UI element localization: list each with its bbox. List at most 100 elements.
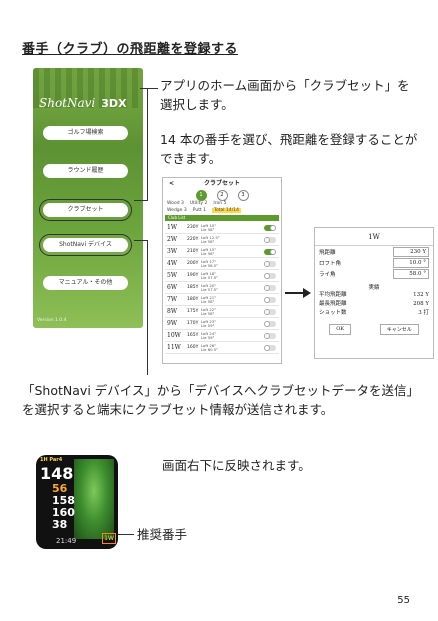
club-distance: 180Y: [187, 297, 199, 302]
club-toggle[interactable]: [264, 260, 276, 267]
club-toggle[interactable]: [264, 344, 276, 351]
loft-field[interactable]: 10.0 °: [393, 257, 429, 268]
club-name: 3W: [167, 248, 177, 255]
recommended-club-label: 推奨番手: [137, 527, 188, 542]
club-name: 9W: [167, 320, 177, 327]
connector-line: [147, 240, 148, 375]
iron-count: Iron 5: [213, 201, 227, 206]
club-toggle[interactable]: [264, 284, 276, 291]
manual-other-button[interactable]: マニュアル・その他: [43, 276, 128, 290]
shotnavi-device-button[interactable]: ShotNavi デバイス: [39, 234, 132, 256]
club-distance: 185Y: [187, 285, 199, 290]
section-title: 番手（クラブ）の飛距離を登録する: [22, 42, 239, 57]
club-angles: Loft 22°Lie 58°: [201, 306, 217, 316]
club-toggle[interactable]: [264, 236, 276, 243]
club-name: 2W: [167, 236, 177, 243]
ok-button[interactable]: OK: [329, 324, 352, 335]
club-toggle[interactable]: [264, 272, 276, 279]
app-version: Version 1.0.4: [37, 318, 67, 323]
club-set-screenshot: < クラブセット 1 2 3 Wood 3 Utility 2 Iron 5 W…: [162, 177, 282, 364]
distance-main: 148: [40, 464, 74, 483]
club-toggle[interactable]: [264, 224, 276, 231]
connector-line: [140, 88, 158, 89]
round-history-button[interactable]: ラウンド履歴: [43, 164, 128, 178]
club-angles: Loft 15°Lie 56°: [201, 246, 217, 256]
club-name: 10W: [167, 332, 181, 339]
course-map: [74, 459, 114, 539]
device-note: 「ShotNavi デバイス」から「デバイスへクラブセットデータを送信」を選択す…: [22, 383, 420, 417]
club-set-button[interactable]: クラブセット: [39, 199, 132, 221]
reflect-note: 画面右下に反映されます。: [162, 458, 311, 473]
club-distance: 210Y: [187, 249, 199, 254]
device-screen-photo: 1H Par4 148 56 158 160 38 1W 21:49: [36, 455, 118, 549]
wood-count: Wood 3: [167, 201, 184, 206]
tree-background: [33, 68, 143, 108]
connector-line: [134, 240, 148, 241]
back-icon[interactable]: <: [169, 180, 175, 187]
connector-line: [134, 200, 148, 201]
lie-field[interactable]: 58.0 °: [393, 268, 429, 279]
club-distance: 200Y: [187, 261, 199, 266]
club-distance: 170Y: [187, 321, 199, 326]
club-name: 5W: [167, 272, 177, 279]
club-angles: Loft 17°Lie 56.5°: [201, 258, 219, 268]
label-pointer-line: [118, 534, 134, 535]
club-angles: Loft 23°Lie 59°: [201, 318, 217, 328]
club-name: 11W: [167, 344, 181, 351]
detail-club-name: 1W: [315, 228, 433, 246]
club-angles: Loft 21°Lie 58°: [201, 294, 217, 304]
club-toggle[interactable]: [264, 332, 276, 339]
arrow-right-icon: [285, 292, 307, 294]
recommended-club: 1W: [102, 533, 116, 544]
distance-2: 56: [52, 482, 68, 495]
tab-set-1[interactable]: 1: [195, 189, 207, 201]
club-distance: 165Y: [187, 333, 199, 338]
stats-title: 実績: [368, 285, 380, 291]
club-toggle[interactable]: [264, 320, 276, 327]
club-angles: Loft 20°Lie 57.5°: [201, 282, 219, 292]
page-number: 55: [397, 595, 410, 606]
clubset-header: < クラブセット: [163, 178, 281, 190]
cancel-button[interactable]: キャンセル: [379, 324, 419, 335]
club-angles: Loft 10°Lie 58°: [201, 222, 217, 232]
club-name: 4W: [167, 260, 177, 267]
distance-4: 160: [52, 506, 75, 519]
intro-step-1: アプリのホーム画面から「クラブセット」を選択します。: [160, 78, 410, 112]
putt-count: Putt 1: [192, 208, 207, 213]
tab-set-2[interactable]: 2: [216, 189, 228, 201]
club-name: 6W: [167, 284, 177, 291]
distance-field[interactable]: 230 Y: [393, 246, 429, 257]
club-distance: 175Y: [187, 309, 199, 314]
club-name: 8W: [167, 308, 177, 315]
club-toggle[interactable]: [264, 296, 276, 303]
golf-course-search-button[interactable]: ゴルフ場検索: [43, 126, 128, 140]
club-list-bar: Club List: [165, 215, 279, 221]
club-count-summary-2: Wedge 3 Putt 1 Total 14/14: [163, 207, 281, 214]
club-angles: Loft 12.5°Lie 58°: [201, 234, 220, 244]
club-name: 1W: [167, 224, 177, 231]
utility-count: Utility 2: [189, 201, 208, 206]
tab-set-3[interactable]: 3: [237, 189, 249, 201]
club-count-summary: Wood 3 Utility 2 Iron 5: [163, 200, 281, 207]
set-tabs: 1 2 3: [163, 189, 281, 201]
club-toggle[interactable]: [264, 248, 276, 255]
club-toggle[interactable]: [264, 308, 276, 315]
wedge-count: Wedge 3: [167, 208, 187, 213]
hole-info: 1H Par4: [40, 457, 63, 463]
